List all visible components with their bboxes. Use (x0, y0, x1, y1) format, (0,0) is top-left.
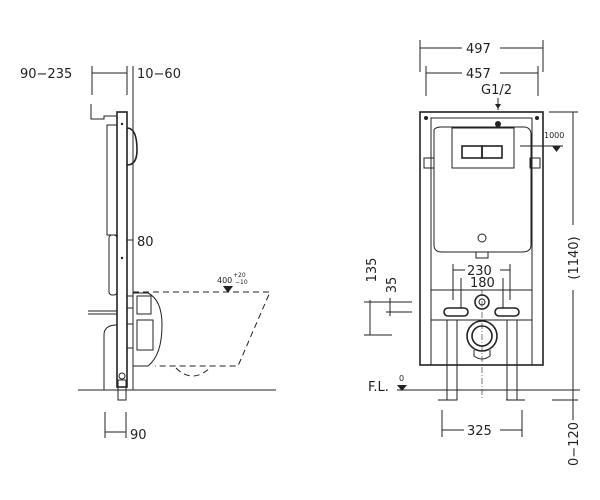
svg-text:+20: +20 (233, 272, 246, 279)
water-inlet-label: G1/2 (481, 83, 512, 98)
svg-text:0: 0 (399, 374, 404, 383)
dim-inner-width: 457 (466, 67, 491, 82)
dim-bolt-inner: 180 (470, 276, 495, 291)
dim-leg-adjust: 0−120 (567, 422, 582, 466)
cistern (433, 126, 532, 253)
dim-frame-depth: 80 (137, 235, 154, 250)
dim-135: 135 (365, 258, 380, 283)
side-view: 90−235 10−60 80 400 +20 −10 90 (20, 66, 276, 443)
dim-bottom: 90 (130, 428, 147, 443)
flush-plate (451, 127, 515, 169)
dim-total-height: (1140) (567, 236, 582, 279)
dim-bolt-outer: 230 (467, 264, 492, 279)
inlet-height: 1000 (544, 131, 564, 140)
dim-depth-adjust: 90−235 (20, 67, 72, 82)
wc-bowl-outline (133, 291, 271, 367)
dim-wall-adjust: 10−60 (137, 67, 181, 82)
floor-label: F.L. (368, 380, 389, 395)
dim-outer-width: 497 (466, 42, 491, 57)
dim-leg-spacing: 325 (467, 424, 492, 439)
front-view: 497 457 G1/2 1000 (1140) 0−120 230 (364, 40, 582, 466)
seat-height: 400 (217, 276, 232, 285)
svg-text:−10: −10 (235, 279, 248, 286)
frame-profile (116, 111, 128, 388)
dim-35: 35 (385, 277, 400, 294)
